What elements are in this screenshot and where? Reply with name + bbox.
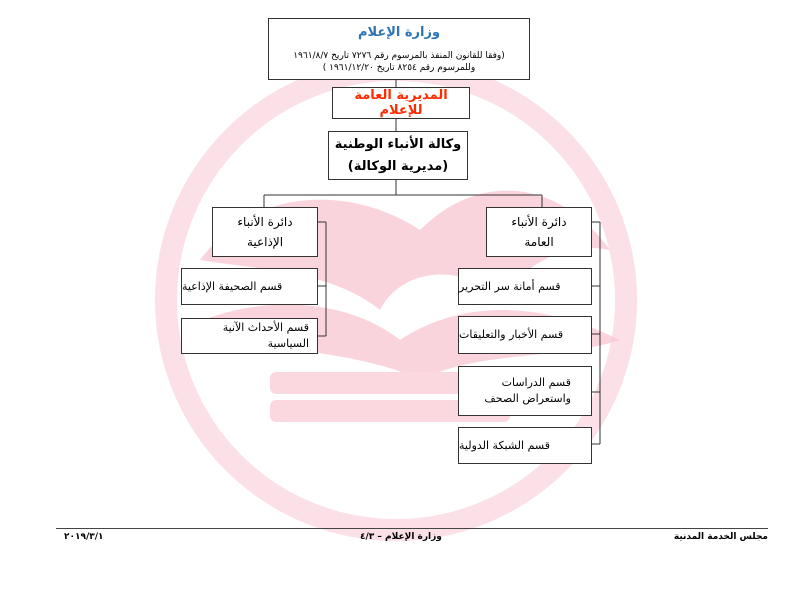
department-box-general: دائرة الأنباء العامة (486, 207, 592, 257)
section-box: قسم الدراسات واستعراض الصحف (458, 366, 592, 416)
section-label: قسم الشبكة الدولية (459, 438, 550, 452)
footer-org: مجلس الخدمة المدنية (673, 532, 768, 542)
section-label: قسم الدراسات واستعراض الصحف (484, 376, 571, 405)
agency-box: وكالة الأنباء الوطنية (مديرية الوكالة) (328, 131, 468, 180)
section-label: قسم الأحداث الآنية السياسية (222, 321, 309, 350)
general-directorate-label: المديرية العامة للإعلام (354, 88, 448, 118)
department-box-radio: دائرة الأنباء الإذاعية (212, 207, 318, 257)
section-box: قسم الشبكة الدولية (458, 427, 592, 464)
footer-date: ٢٠١٩/٣/١ (64, 532, 104, 542)
agency-name: وكالة الأنباء الوطنية (334, 136, 462, 152)
ministry-name: وزارة الإعلام (357, 24, 441, 40)
section-box: قسم أمانة سر التحرير (458, 268, 592, 305)
agency-subtitle: (مديرية الوكالة) (347, 158, 449, 174)
section-label: قسم الصحيفة الإذاعية (182, 279, 283, 293)
footer-divider (56, 528, 768, 529)
department-name-2: العامة (524, 235, 554, 249)
section-box: قسم الأخبار والتعليقات (458, 316, 592, 354)
section-label: قسم الأخبار والتعليقات (459, 328, 564, 341)
department-name-2: الإذاعية (246, 235, 284, 249)
department-name: دائرة الأنباء (237, 215, 293, 229)
section-box: قسم الصحيفة الإذاعية (181, 268, 318, 305)
general-directorate-box: المديرية العامة للإعلام (332, 87, 470, 119)
ministry-legal-note: (وفقا للقانون المنفذ بالمرسوم رقم ٧٢٧٦ ت… (293, 50, 505, 73)
section-box: قسم الأحداث الآنية السياسية (181, 318, 318, 354)
footer-page: وزارة الإعلام – ٤/٣ (360, 532, 442, 542)
ministry-box: وزارة الإعلام (وفقا للقانون المنفذ بالمر… (268, 18, 530, 80)
department-name: دائرة الأنباء (511, 215, 567, 229)
section-label: قسم أمانة سر التحرير (459, 279, 561, 293)
